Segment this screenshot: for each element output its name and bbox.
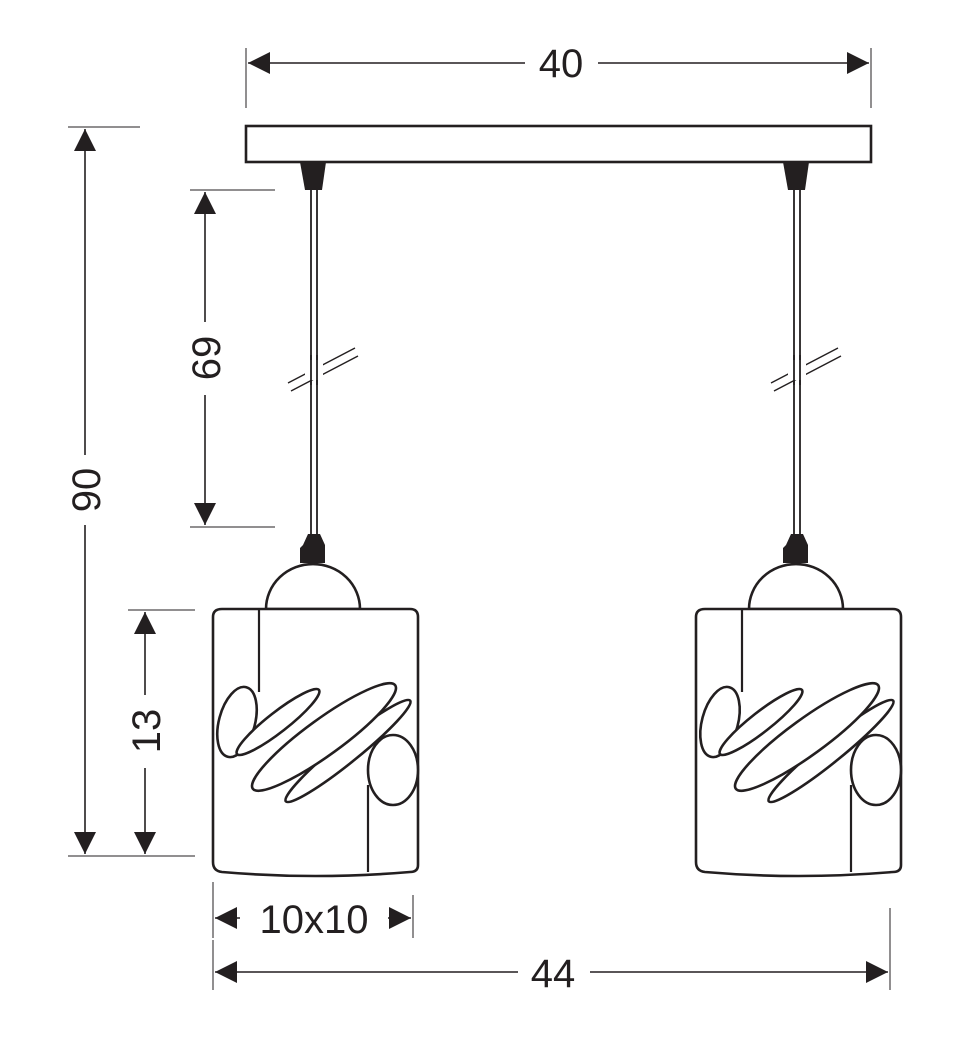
cable-length-label: 69	[185, 336, 229, 381]
shade-height-dimension: 13	[125, 609, 195, 854]
pendant-lamp-left	[208, 160, 420, 878]
canopy-dimension: 40	[245, 42, 872, 108]
total-height-label: 90	[65, 468, 109, 513]
shade-size-label: 10x10	[260, 898, 369, 942]
shade-size-dimension: 10x10	[212, 882, 414, 942]
pendant-lamp-right	[691, 160, 903, 878]
canopy-width-label: 40	[539, 42, 584, 86]
ceiling-canopy	[244, 124, 873, 164]
total-width-label: 44	[531, 952, 576, 996]
shade-height-label: 13	[125, 709, 169, 754]
cable-length-dimension: 69	[185, 189, 275, 528]
total-width-dimension: 44	[212, 908, 891, 996]
total-height-dimension: 90	[65, 126, 195, 857]
